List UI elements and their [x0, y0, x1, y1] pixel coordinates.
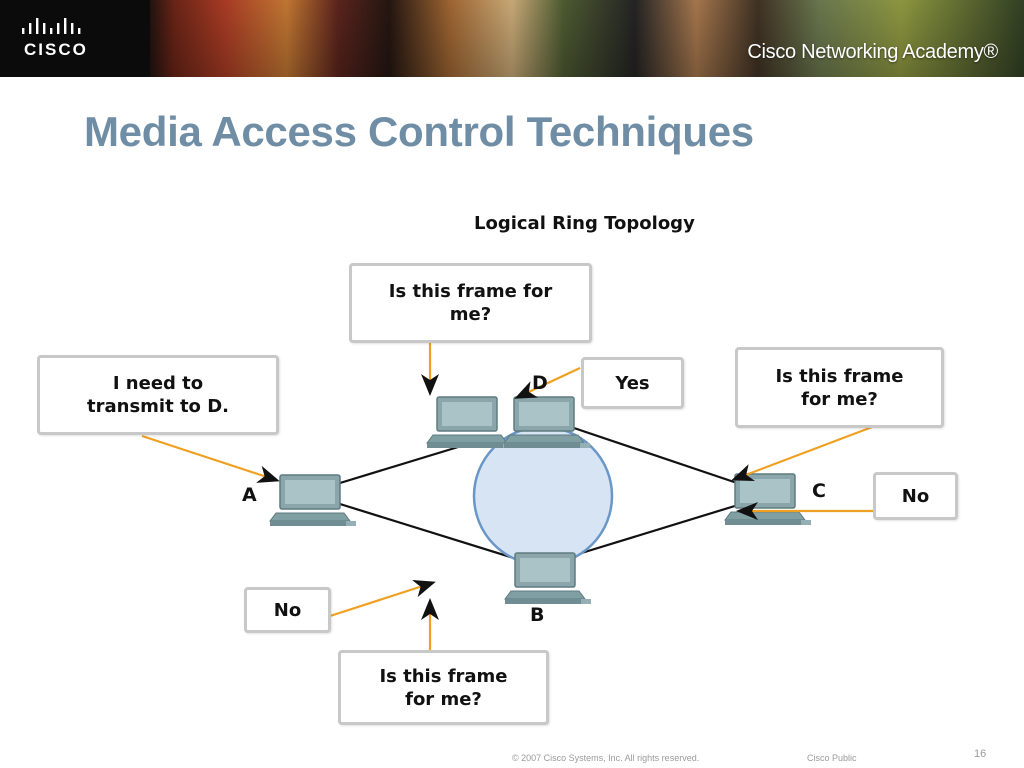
cisco-bars-icon: [22, 18, 81, 34]
cisco-wordmark: CISCO: [24, 40, 88, 59]
callout-c-no: No: [873, 472, 958, 520]
banner-photo-strip: [0, 0, 1024, 77]
callout-right-question: Is this frame for me?: [735, 347, 944, 428]
callout-top-question: Is this frame for me?: [349, 263, 592, 343]
cisco-logo: CISCO: [0, 0, 150, 77]
callout-d-yes: Yes: [581, 357, 684, 409]
link-b-c: [574, 503, 739, 557]
callout-c-text: No: [901, 485, 930, 507]
callout-b-text: No: [273, 599, 302, 621]
computer-b-icon: [504, 552, 592, 605]
callout-right-line1: Is this frame: [775, 365, 904, 387]
link-d-c: [567, 424, 741, 486]
callout-bottom-question: Is this frame for me?: [338, 650, 549, 725]
callout-a-line2: transmit to D.: [87, 396, 229, 417]
computer-d-left-icon: [426, 396, 514, 449]
pointer-a-callout: [141, 434, 280, 483]
pointer-right-callout: [731, 422, 881, 482]
computer-d-icon: [503, 396, 591, 449]
academy-brand: Cisco Networking Academy®: [747, 41, 998, 63]
link-a-d: [339, 442, 469, 485]
link-a-b: [339, 502, 521, 562]
node-label-b: B: [530, 604, 545, 626]
header-banner: CISCO Cisco Networking Academy®: [0, 0, 1024, 77]
callout-d-text: Yes: [615, 372, 650, 394]
node-label-a: A: [242, 484, 257, 506]
page-number: 16: [974, 748, 987, 760]
diagram-title: Logical Ring Topology: [474, 213, 695, 234]
callout-bottom-line2: for me?: [405, 688, 482, 710]
callout-bottom-line1: Is this frame: [379, 665, 508, 687]
node-label-d: D: [532, 372, 548, 394]
pointer-d-callout: [514, 367, 581, 399]
node-label-c: C: [812, 480, 826, 502]
callout-b-no: No: [244, 587, 331, 633]
callout-top-line2: me?: [449, 304, 492, 325]
callout-top-line1: Is this frame for: [388, 281, 553, 302]
computer-c-icon: [724, 473, 812, 526]
callout-a-line1: I need to: [112, 373, 204, 394]
callout-a-transmit: I need to transmit to D.: [37, 355, 279, 435]
pointer-b-callout: [329, 579, 436, 618]
callout-right-line2: for me?: [801, 388, 878, 410]
slide-title: Media Access Control Techniques: [84, 108, 754, 155]
footer-classification: Cisco Public: [807, 753, 857, 763]
footer-copyright: © 2007 Cisco Systems, Inc. All rights re…: [512, 753, 700, 763]
